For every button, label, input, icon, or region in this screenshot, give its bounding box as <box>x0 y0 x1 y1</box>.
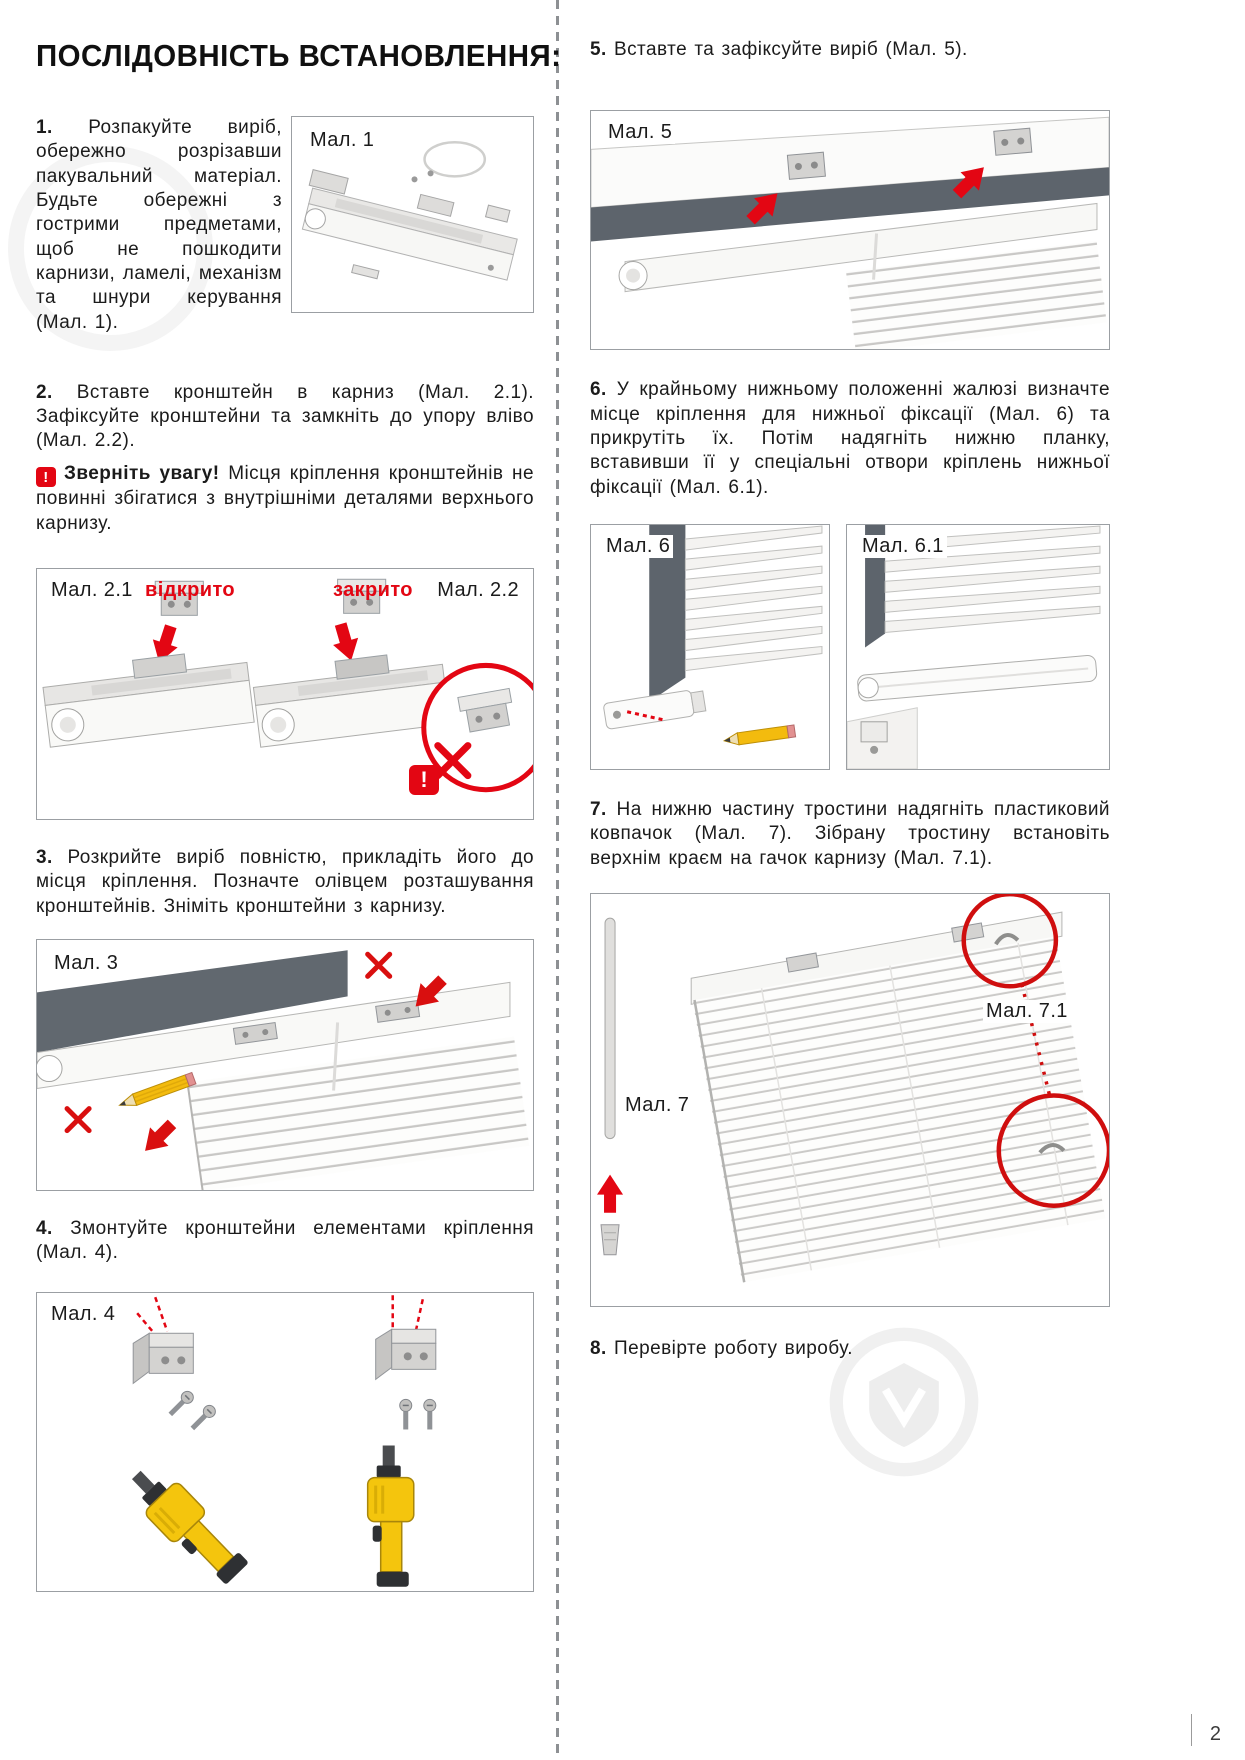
bottom-rail-fix-illustration <box>847 524 1101 769</box>
figure-3: Мал. 3 <box>36 938 534 1191</box>
figure-6-1-label: Мал. 6.1 <box>859 534 947 558</box>
step-8-number: 8. <box>590 1337 607 1359</box>
step-4-text: 4. Змонтуйте кронштейни елементами кріпл… <box>36 1217 534 1264</box>
wand-icon <box>604 917 616 1139</box>
figure-2-closed-label: закрито <box>333 578 413 601</box>
figure-5: Мал. 5 <box>590 110 1110 351</box>
figure-2-open-label: відкрито <box>145 578 236 601</box>
wand-cap-icon <box>600 1224 620 1256</box>
brand-watermark <box>824 1322 984 1482</box>
step-6-number: 6. <box>590 379 607 401</box>
step-3-number: 3. <box>36 846 53 868</box>
pencil-icon <box>722 724 797 746</box>
warning-title: Зверніть увагу! <box>64 462 220 484</box>
figure-1-label: Мал. 1 <box>310 129 375 151</box>
figure-6-row: Мал. 6 <box>590 523 1110 770</box>
insert-product-illustration <box>591 117 1109 350</box>
figure-1: Мал. 1 <box>291 116 534 313</box>
drill-icon <box>119 1455 254 1591</box>
figure-2-2-label: Мал. 2.2 <box>437 578 519 601</box>
figure-6-1: Мал. 6.1 <box>846 523 1110 770</box>
figure-6: Мал. 6 <box>590 523 830 770</box>
step-6-text: 6. У крайньому нижньому положенні жалюзі… <box>590 379 1110 498</box>
pencil-icon <box>118 1071 197 1106</box>
mount-brackets-illustration <box>119 1294 533 1591</box>
step-2-warning: !Зверніть увагу! Місця кріплення кронште… <box>36 462 535 534</box>
figure-2-1-label: Мал. 2.1 <box>51 578 133 601</box>
step-7-text: 7. На нижню частину тростини надягніть п… <box>590 798 1110 869</box>
drill-icon <box>366 1443 416 1588</box>
bracket-insert-illustration <box>42 578 533 793</box>
hook-icon <box>994 932 1020 946</box>
figure-7: Мал. 7 Мал. 7.1 <box>590 892 1110 1307</box>
figure-6-label: Мал. 6 <box>603 534 674 558</box>
page-title: ПОСЛІДОВНІСТЬ ВСТАНОВЛЕННЯ: <box>36 38 562 73</box>
hook-icon <box>1038 1142 1066 1154</box>
step-1: 1. Розпакуйте виріб, обережно розрізавши… <box>36 116 534 335</box>
column-divider <box>556 0 559 1760</box>
figure-2: Мал. 2.1 відкрито закрито Мал. 2.2 ! <box>36 567 534 820</box>
page-number: 2 <box>1190 1714 1221 1746</box>
figure-7-1-label: Мал. 7.1 <box>983 999 1071 1023</box>
page-number-divider <box>1190 1714 1192 1746</box>
left-column: ПОСЛІДОВНІСТЬ ВСТАНОВЛЕННЯ: 1. Розпакуйт… <box>36 38 562 1592</box>
figure-3-label: Мал. 3 <box>51 951 122 975</box>
brand-logo-icon <box>829 1327 979 1477</box>
bottom-fix-mark-illustration <box>603 524 823 746</box>
step-5-number: 5. <box>590 39 607 60</box>
figure-4: Мал. 4 <box>36 1291 534 1592</box>
step-1-number: 1. <box>36 117 53 138</box>
step-2-text: 2. Вставте кронштейн в карниз (Мал. 2.1)… <box>36 381 534 452</box>
step-7-number: 7. <box>590 798 607 820</box>
step-2-number: 2. <box>36 381 53 403</box>
figure-4-label: Мал. 4 <box>51 1302 116 1325</box>
step-8-text: 8. Перевірте роботу виробу. <box>590 1337 853 1359</box>
right-column: 5. Вставте та зафіксуйте виріб (Мал. 5).… <box>590 38 1110 1361</box>
cornice-parts-illustration <box>301 140 518 281</box>
figure-7-label: Мал. 7 <box>625 1093 690 1116</box>
step-1-text: 1. Розпакуйте виріб, обережно розрізавши… <box>36 117 282 333</box>
page-number-value: 2 <box>1209 1723 1221 1745</box>
warning-icon: ! <box>36 467 56 488</box>
figure-5-label: Мал. 5 <box>605 121 676 145</box>
step-3-text: 3. Розкрийте виріб повністю, прикладіть … <box>36 846 534 917</box>
mark-position-illustration <box>37 950 530 1190</box>
step-4-number: 4. <box>36 1217 53 1239</box>
figure-2-warning-icon: ! <box>409 764 439 795</box>
step-5-text: 5. Вставте та зафіксуйте виріб (Мал. 5). <box>590 39 968 60</box>
